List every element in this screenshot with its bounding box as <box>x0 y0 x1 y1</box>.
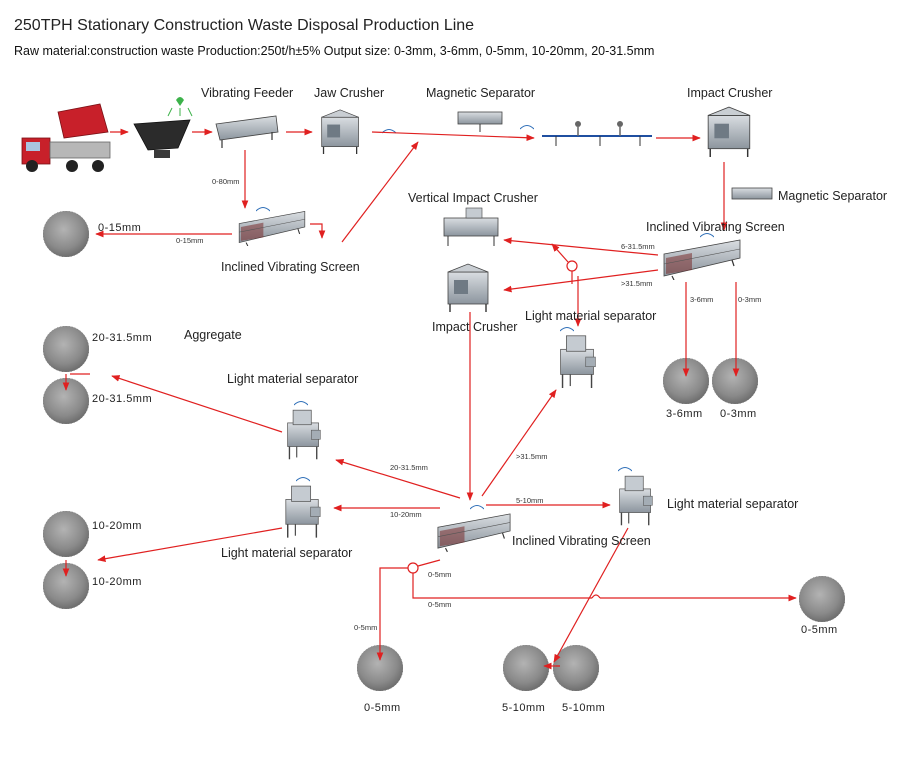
label-inclined-screen-1: Inclined Vibrating Screen <box>221 260 360 274</box>
page-title: 250TPH Stationary Construction Waste Dis… <box>14 17 475 34</box>
belt-mark-icon <box>618 467 632 472</box>
hopper-icon <box>133 97 193 158</box>
arrow-jaw-mag <box>371 131 535 142</box>
pile-10-20a <box>43 511 89 557</box>
product-label-20-31-a: 20-31.5mm <box>92 332 152 344</box>
inclined-screen-3-icon <box>437 513 511 553</box>
flow-label-0-80: 0-80mm <box>212 177 240 186</box>
belt-conveyor-icon <box>542 121 652 146</box>
flow-label-0-5-a: 0-5mm <box>428 570 451 579</box>
label-vibrating-feeder: Vibrating Feeder <box>201 86 293 100</box>
arrow-0-5-long <box>412 573 592 599</box>
label-light-separator-2: Light material separator <box>227 372 358 386</box>
belt-mark-icon <box>296 477 310 482</box>
label-light-separator-4: Light material separator <box>667 497 798 511</box>
belt-mark-icon <box>700 233 714 238</box>
label-impact-crusher-2: Impact Crusher <box>432 320 517 334</box>
flow-label-0-15: 0-15mm <box>176 236 204 245</box>
arrow-gt31-impact2 <box>503 269 659 293</box>
arrow-screen3-0-5 <box>417 559 441 567</box>
light-separator-2-icon <box>286 409 322 460</box>
label-inclined-screen-2: Inclined Vibrating Screen <box>646 220 785 234</box>
impact-crusher-2-icon <box>447 263 489 313</box>
arrow-6-31-vsi <box>503 237 659 256</box>
vertical-impact-crusher-icon <box>443 207 499 246</box>
product-label-0-3: 0-3mm <box>720 408 757 420</box>
flow-label-6-31: 6-31.5mm <box>621 242 655 251</box>
flow-label-gt31-a: >31.5mm <box>621 279 652 288</box>
product-label-10-20-b: 10-20mm <box>92 576 142 588</box>
arrow-0-5-bottom <box>376 567 408 661</box>
belt-mark-icon <box>256 207 270 212</box>
arrow-gt31-light1 <box>481 389 557 497</box>
light-separator-1-icon <box>559 335 597 388</box>
flow-label-10-20: 10-20mm <box>390 510 422 519</box>
belt-mark-icon <box>470 505 484 510</box>
flow-label-0-3: 0-3mm <box>738 295 761 304</box>
product-label-0-15: 0-15mm <box>98 222 141 234</box>
arrow-light2-pile <box>111 375 283 433</box>
label-magnetic-separator-1: Magnetic Separator <box>426 86 535 100</box>
belt-mark-icon <box>560 327 574 332</box>
belt-mark-icon <box>294 401 308 406</box>
product-label-0-5-right: 0-5mm <box>801 624 838 636</box>
inclined-screen-1-icon <box>238 210 306 246</box>
arrow-screen1-down <box>310 223 326 239</box>
dump-truck-icon <box>21 103 111 172</box>
pile-0-5-right <box>799 576 845 622</box>
light-separator-3-icon <box>285 485 321 538</box>
label-vertical-impact-crusher: Vertical Impact Crusher <box>408 191 538 205</box>
pile-5-10a <box>503 645 549 691</box>
flow-label-gt31-b: >31.5mm <box>516 452 547 461</box>
product-label-5-10-b: 5-10mm <box>562 702 605 714</box>
jaw-crusher-icon <box>321 109 360 154</box>
light-separator-4-icon <box>618 475 654 526</box>
flow-label-0-5-c: 0-5mm <box>354 623 377 632</box>
inclined-screen-2-icon <box>663 239 741 280</box>
magnetic-separator-1-icon <box>457 111 503 132</box>
flow-label-20-31: 20-31.5mm <box>390 463 428 472</box>
magnetic-separator-2-icon <box>731 187 773 200</box>
flow-label-0-5-b: 0-5mm <box>428 600 451 609</box>
arrow-light3-pile <box>97 527 283 563</box>
product-label-20-31-b: 20-31.5mm <box>92 393 152 405</box>
belt-mark-icon <box>520 125 534 130</box>
label-aggregate: Aggregate <box>184 328 242 342</box>
impact-crusher-1-icon <box>707 106 751 158</box>
flow-arrows <box>62 128 797 670</box>
label-jaw-crusher: Jaw Crusher <box>314 86 384 100</box>
arrow-light4-5-10 <box>553 527 629 663</box>
pile-0-3 <box>712 358 758 404</box>
pile-20-31a <box>43 326 89 372</box>
product-label-3-6: 3-6mm <box>666 408 703 420</box>
junction-1 <box>566 260 578 272</box>
vibrating-feeder-icon <box>215 115 279 148</box>
product-label-5-10-a: 5-10mm <box>502 702 545 714</box>
page-subtitle: Raw material:construction waste Producti… <box>14 44 655 58</box>
label-inclined-screen-3: Inclined Vibrating Screen <box>512 534 651 548</box>
flow-label-3-6: 3-6mm <box>690 295 713 304</box>
product-label-0-5-bottom: 0-5mm <box>364 702 401 714</box>
arrow-20-31-light2 <box>335 459 461 499</box>
flow-label-5-10: 5-10mm <box>516 496 544 505</box>
label-magnetic-separator-2: Magnetic Separator <box>778 189 887 203</box>
label-impact-crusher-1: Impact Crusher <box>687 86 772 100</box>
junction-2 <box>407 562 419 574</box>
label-light-separator-3: Light material separator <box>221 546 352 560</box>
arrow-screen1-to-main <box>341 141 419 243</box>
pile-0-15 <box>43 211 89 257</box>
product-label-10-20-a: 10-20mm <box>92 520 142 532</box>
label-light-separator-1: Light material separator <box>525 309 656 323</box>
